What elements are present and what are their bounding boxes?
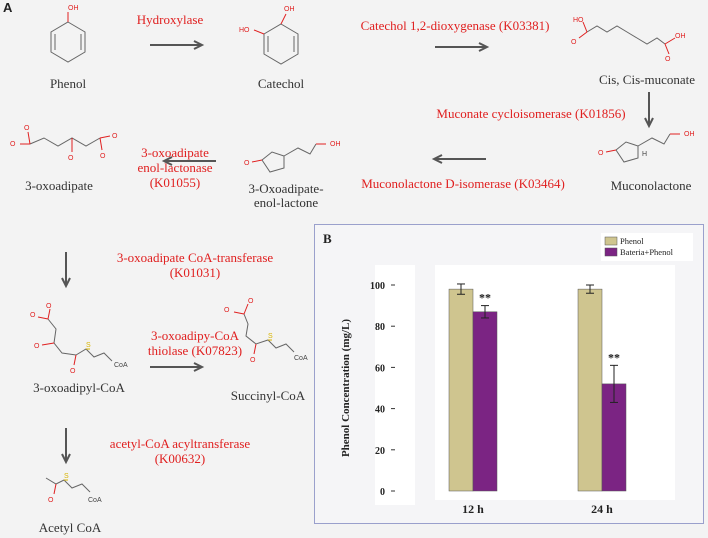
oxoadipate-o1-label: O: [10, 141, 16, 148]
oxoadipylcoa-s-label: S: [86, 342, 91, 349]
oxoadipate-o5-label: O: [100, 153, 106, 160]
catechol-oh-label: OH: [284, 6, 295, 13]
succinyl-coa-structure: O O O S CoA: [224, 298, 308, 364]
oxoadipate-o2-label: O: [24, 125, 30, 132]
x-tick-label: 12 h: [462, 502, 484, 516]
acyltransferase-label: acetyl-CoA acyltransferase (K00632): [90, 436, 270, 466]
legend-label: Phenol: [620, 236, 644, 246]
arrow-oxoadipylcoa-acetylcoa: [61, 428, 71, 465]
y-axis-label: Phenol Concentration (mg/L): [340, 319, 352, 457]
y-tick-label: 100: [370, 281, 385, 292]
oxoadipylcoa-o3-label: O: [34, 343, 40, 350]
oxoadipyl-coa-structure: O O O O S CoA: [30, 303, 128, 375]
coa-transferase-line-2: (K01031): [169, 265, 221, 280]
axis-background: [375, 265, 415, 505]
arrow-oxoadipate-oxoadipylcoa: [61, 252, 71, 289]
succinyl-coa-label: Succinyl-CoA: [230, 388, 306, 403]
significance-label: **: [608, 350, 620, 364]
x-tick-label: 24 h: [591, 502, 613, 516]
muconolactone-structure: O OH H: [598, 131, 695, 163]
catechol-label: Catechol: [257, 76, 305, 91]
y-tick-label: 80: [375, 322, 385, 333]
succinylcoa-o1-label: O: [224, 307, 230, 314]
succinylcoa-o2-label: O: [248, 298, 254, 305]
thiolase-line-1: 3-oxoadipy-CoA: [150, 328, 240, 343]
oxoadipyl-coa-label: 3-oxoadipyl-CoA: [33, 380, 125, 395]
legend-swatch: [604, 236, 618, 246]
catechol-structure: OH HO: [239, 6, 299, 65]
enollactone-o-label: O: [244, 160, 250, 167]
arrow-phenol-catechol: [150, 40, 205, 50]
y-tick-label: 0: [380, 487, 385, 498]
oxoadipate-o3-label: O: [68, 155, 74, 162]
oxoadipate-label: 3-oxoadipate: [25, 178, 93, 193]
oxoadipate-o4-label: O: [112, 133, 118, 140]
acetylcoa-s-label: S: [64, 473, 69, 480]
acetyl-coa-label: Acetyl CoA: [38, 520, 102, 535]
oxoadipylcoa-coa-label: CoA: [114, 362, 128, 369]
y-tick-label: 20: [375, 446, 385, 457]
muconate-ho-label: HO: [573, 17, 584, 24]
muconate-o1-label: O: [571, 39, 577, 46]
cis-muconate-structure: HO O O OH: [571, 17, 686, 63]
coa-transferase-label: 3-oxoadipate CoA-transferase (K01031): [90, 250, 300, 280]
phenol-structure: OH: [50, 5, 86, 63]
bar-bateria-phenol: [472, 311, 498, 492]
thiolase-line-2: thiolase (K07823): [147, 343, 243, 358]
y-tick-label: 60: [375, 363, 385, 374]
arrow-muconate-muconolactone: [644, 92, 654, 129]
acyltransferase-line-1: acetyl-CoA acyltransferase: [109, 436, 251, 451]
catechol-dioxygenase-label: Catechol 1,2-dioxygenase (K03381): [360, 18, 550, 33]
muconate-o2-label: O: [665, 56, 671, 63]
muconolactone-o-label: O: [598, 150, 604, 157]
enol-lactonase-line-2: enol-lactonase: [137, 160, 213, 175]
muconate-cycloisomerase-label: Muconate cycloisomerase (K01856): [436, 106, 626, 121]
succinylcoa-s-label: S: [268, 333, 273, 340]
coa-transferase-line-1: 3-oxoadipate CoA-transferase: [116, 250, 274, 265]
phenol-label: Phenol: [49, 76, 87, 91]
panel-b-letter: B: [323, 231, 332, 246]
arrow-catechol-muconate: [435, 42, 490, 52]
thiolase-label: 3-oxoadipy-CoA thiolase (K07823): [140, 328, 250, 358]
panel-a-letter: A: [3, 0, 13, 15]
muconate-oh-label: OH: [675, 33, 686, 40]
catechol-ho-label: HO: [239, 27, 250, 34]
enollactone-oh-label: OH: [330, 141, 341, 148]
acetylcoa-o-label: O: [48, 497, 54, 504]
legend-swatch: [604, 247, 618, 257]
oxoadipylcoa-o4-label: O: [70, 368, 76, 375]
muconolactone-oh-label: OH: [684, 131, 695, 138]
acetyl-coa-structure: O S CoA: [45, 473, 102, 504]
significance-label: **: [479, 291, 491, 305]
enol-lactone-label: 3-Oxoadipate- enol-lactone: [248, 181, 324, 210]
oxoadipate-structure: O O O O O: [10, 125, 118, 162]
bar-phenol: [448, 288, 474, 492]
enol-lactone-structure: O OH: [244, 141, 341, 173]
y-tick-label: 40: [375, 405, 385, 416]
enol-lactonase-line-1: 3-oxoadipate: [141, 145, 209, 160]
legend-label: Bateria+Phenol: [620, 247, 674, 257]
oxoadipylcoa-o1-label: O: [30, 312, 36, 319]
acetylcoa-coa-label: CoA: [88, 497, 102, 504]
arrow-oxoadipylcoa-succinylcoa: [150, 362, 205, 372]
muconolactone-h-label: H: [642, 151, 647, 158]
oxoadipylcoa-o2-label: O: [46, 303, 52, 310]
bar-phenol: [577, 288, 603, 492]
enol-lactonase-label: 3-oxoadipate enol-lactonase (K01055): [115, 145, 235, 190]
enol-lactonase-line-3: (K01055): [149, 175, 201, 190]
hydroxylase-label: Hydroxylase: [136, 12, 204, 27]
succinylcoa-coa-label: CoA: [294, 355, 308, 362]
acyltransferase-line-2: (K00632): [154, 451, 206, 466]
arrow-muconolactone-enollactone: [431, 154, 486, 164]
arrow-enollactone-oxoadipate: [161, 156, 216, 166]
muconolactone-label: Muconolactone: [610, 178, 692, 193]
cis-muconate-label: Cis, Cis-muconate: [598, 72, 696, 87]
succinylcoa-o3-label: O: [250, 357, 256, 364]
muconolactone-isomerase-label: Muconolactone D-isomerase (K03464): [361, 176, 565, 191]
phenol-oh-label: OH: [68, 5, 79, 12]
